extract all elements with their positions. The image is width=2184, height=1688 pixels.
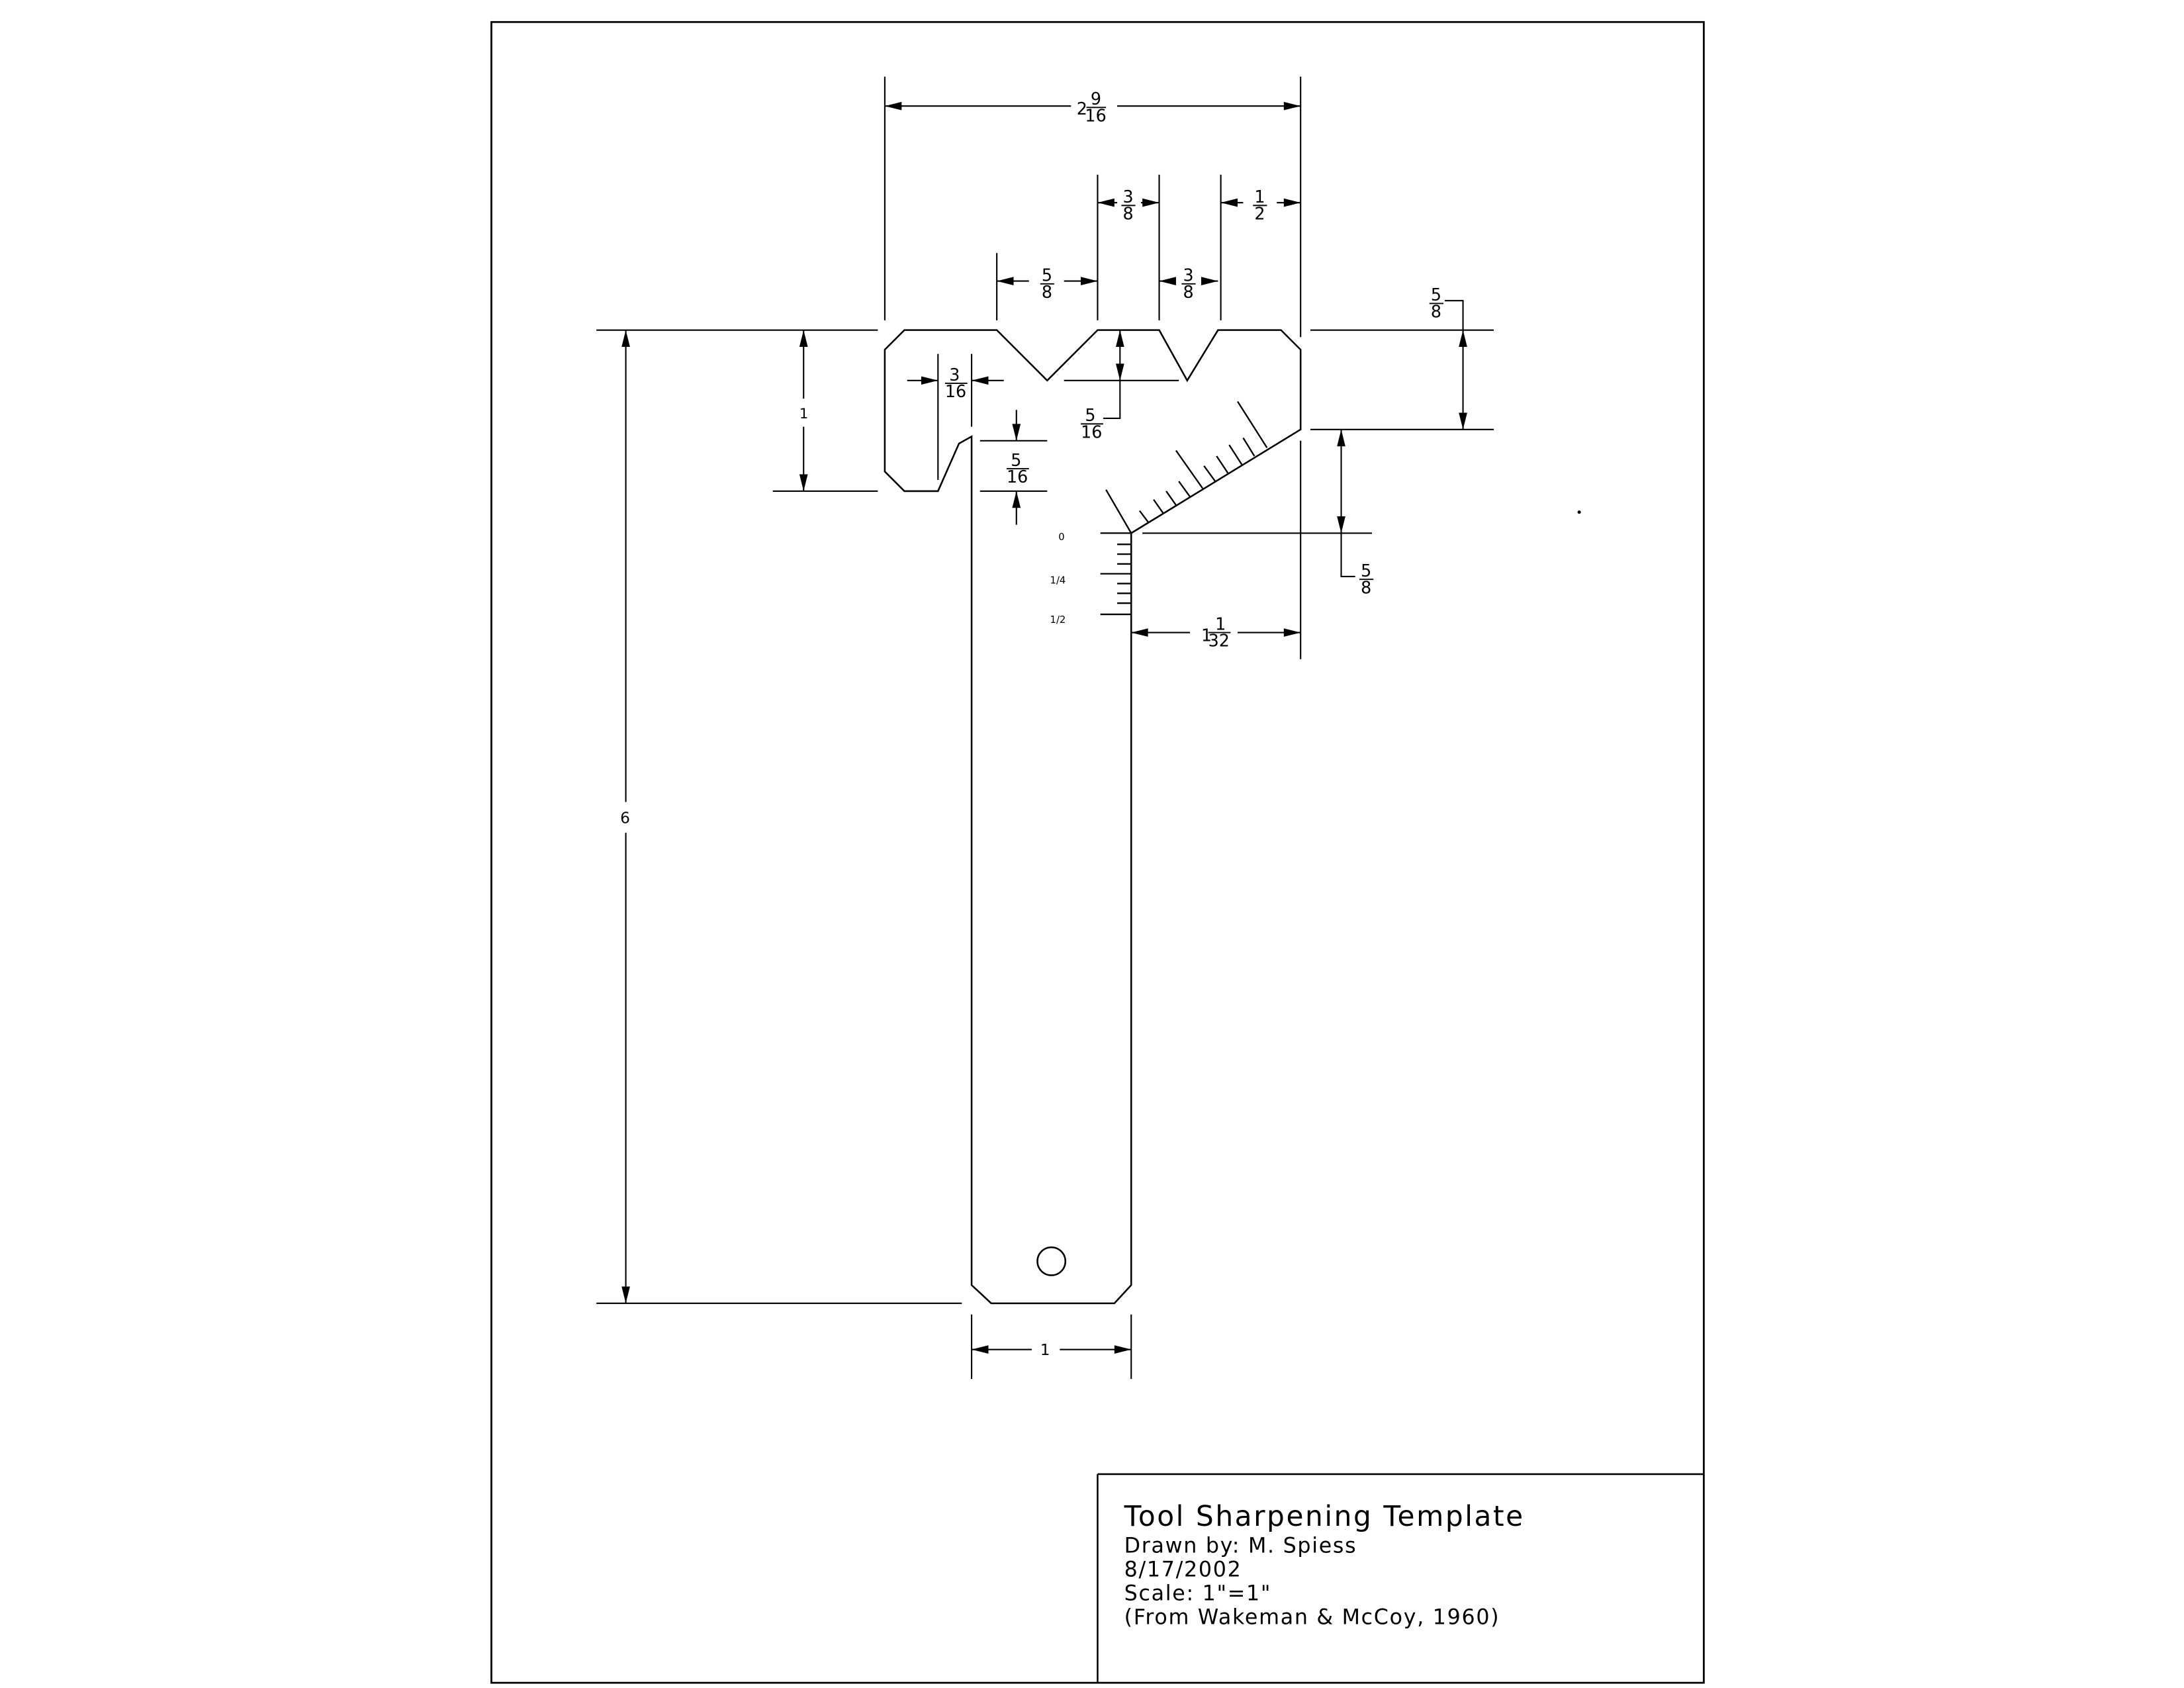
- arrowhead: [1115, 330, 1124, 348]
- arrowhead: [1114, 1345, 1132, 1354]
- dim-overall-height: 6: [620, 809, 630, 827]
- angle-tick: [1216, 455, 1229, 474]
- template-profile: [884, 329, 1302, 1305]
- dim-numerator: 5: [1431, 285, 1441, 305]
- dim-right-5-8-top: 5 8: [1429, 285, 1443, 322]
- angle-tick: [1237, 400, 1268, 448]
- arrowhead: [621, 330, 630, 348]
- arrowhead: [1337, 516, 1345, 534]
- leader-line: [1340, 533, 1355, 578]
- stray-dot: [1577, 510, 1581, 514]
- scale-label-quarter: 1/4: [1050, 575, 1066, 586]
- angle-tick: [1178, 481, 1191, 498]
- arrowhead: [997, 277, 1014, 285]
- dim-head-height: 1: [799, 405, 808, 422]
- angle-tick: [1242, 437, 1255, 457]
- dim-numerator: 5: [1011, 450, 1021, 470]
- arrowhead: [1097, 198, 1115, 207]
- drawing-title: Tool Sharpening Template: [1124, 1500, 1525, 1532]
- dimension-labels: 2 9 16 3 8 1 2 5 8 3 8 5: [620, 89, 1443, 1359]
- dim-denominator: 2: [1254, 204, 1265, 224]
- arrowhead: [921, 376, 938, 385]
- dim-numerator: 3: [1123, 187, 1134, 207]
- dim-whole: 2: [1077, 99, 1087, 118]
- dim-top-3-8: 3 8: [1121, 187, 1136, 224]
- drawing-source: (From Wakeman & McCoy, 1960): [1124, 1605, 1500, 1629]
- dim-handle-width: 1: [1040, 1341, 1050, 1359]
- arrowhead: [1081, 277, 1098, 285]
- arrowhead: [1337, 429, 1345, 447]
- dim-denominator: 8: [1042, 282, 1052, 302]
- angle-tick: [1175, 449, 1204, 489]
- scale-label-0: 0: [1058, 532, 1064, 543]
- arrowhead: [1459, 412, 1467, 430]
- dim-v-5-8: 5 8: [1040, 265, 1054, 302]
- dim-v-depth-5-16: 5 16: [1081, 405, 1103, 442]
- arrowhead: [1012, 424, 1021, 441]
- dim-numerator: 9: [1091, 89, 1101, 109]
- dim-slot-5-16: 5 16: [1006, 450, 1029, 487]
- leader-line: [1445, 300, 1464, 330]
- hanging-hole: [1036, 1246, 1067, 1276]
- drawing-scale: Scale: 1"=1": [1124, 1581, 1272, 1605]
- arrowheads: [621, 101, 1467, 1354]
- arrowhead: [1283, 628, 1301, 637]
- dim-numerator: 5: [1042, 265, 1052, 285]
- angle-tick: [1165, 491, 1177, 506]
- template-outline: [884, 329, 1302, 1305]
- dim-whole: 1: [1201, 625, 1212, 645]
- dim-numerator: 3: [1183, 265, 1194, 285]
- dim-numerator: 1: [1215, 614, 1226, 633]
- dim-top-1-2: 1 2: [1253, 187, 1267, 224]
- angle-tick: [1105, 489, 1132, 534]
- arrowhead: [1283, 101, 1301, 111]
- dim-denominator: 16: [1007, 467, 1028, 487]
- dim-denominator: 16: [1085, 105, 1106, 125]
- dim-right-1-1-32: 1 1 32: [1201, 614, 1231, 651]
- arrowhead: [621, 1286, 630, 1303]
- scale-label-half: 1/2: [1050, 614, 1066, 626]
- angle-scale: [1100, 400, 1268, 616]
- arrowhead: [1142, 198, 1160, 207]
- dim-denominator: 32: [1208, 631, 1230, 651]
- dim-denominator: 8: [1183, 282, 1194, 302]
- arrowhead: [1115, 363, 1124, 381]
- dim-denominator: 16: [1081, 422, 1102, 442]
- dim-v-3-8: 3 8: [1181, 265, 1196, 302]
- dim-notch-3-16: 3 16: [944, 365, 968, 401]
- angle-tick: [1228, 444, 1243, 465]
- arrowhead: [1459, 330, 1467, 348]
- arrowhead: [1131, 628, 1148, 637]
- arrowhead: [972, 376, 989, 385]
- angle-tick: [1203, 465, 1216, 482]
- angle-tick: [1153, 498, 1164, 514]
- dim-denominator: 16: [945, 381, 966, 401]
- arrowhead: [1012, 491, 1021, 508]
- dim-right-5-8-low: 5 8: [1359, 561, 1374, 597]
- dim-numerator: 5: [1085, 405, 1095, 425]
- dim-numerator: 1: [1254, 187, 1265, 207]
- dim-denominator: 8: [1431, 302, 1441, 322]
- arrowhead: [1220, 198, 1238, 207]
- arrowhead: [799, 474, 808, 491]
- dim-denominator: 8: [1361, 577, 1371, 597]
- drawn-by: Drawn by: M. Spiess: [1124, 1534, 1357, 1558]
- drawing-date: 8/17/2002: [1124, 1558, 1242, 1581]
- dim-denominator: 8: [1123, 204, 1134, 224]
- title-block: Tool Sharpening Template Drawn by: M. Sp…: [1097, 1473, 1704, 1683]
- dim-numerator: 3: [949, 365, 960, 385]
- arrowhead: [1159, 277, 1176, 285]
- dim-numerator: 5: [1361, 561, 1371, 581]
- dim-overall-width: 2 9 16: [1077, 89, 1107, 125]
- arrowhead: [1283, 198, 1301, 207]
- leader-line: [1103, 380, 1121, 419]
- angle-tick: [1138, 510, 1149, 523]
- arrowhead: [1201, 277, 1218, 285]
- arrowhead: [799, 330, 808, 348]
- arrowhead: [884, 101, 902, 111]
- arrowhead: [972, 1345, 989, 1354]
